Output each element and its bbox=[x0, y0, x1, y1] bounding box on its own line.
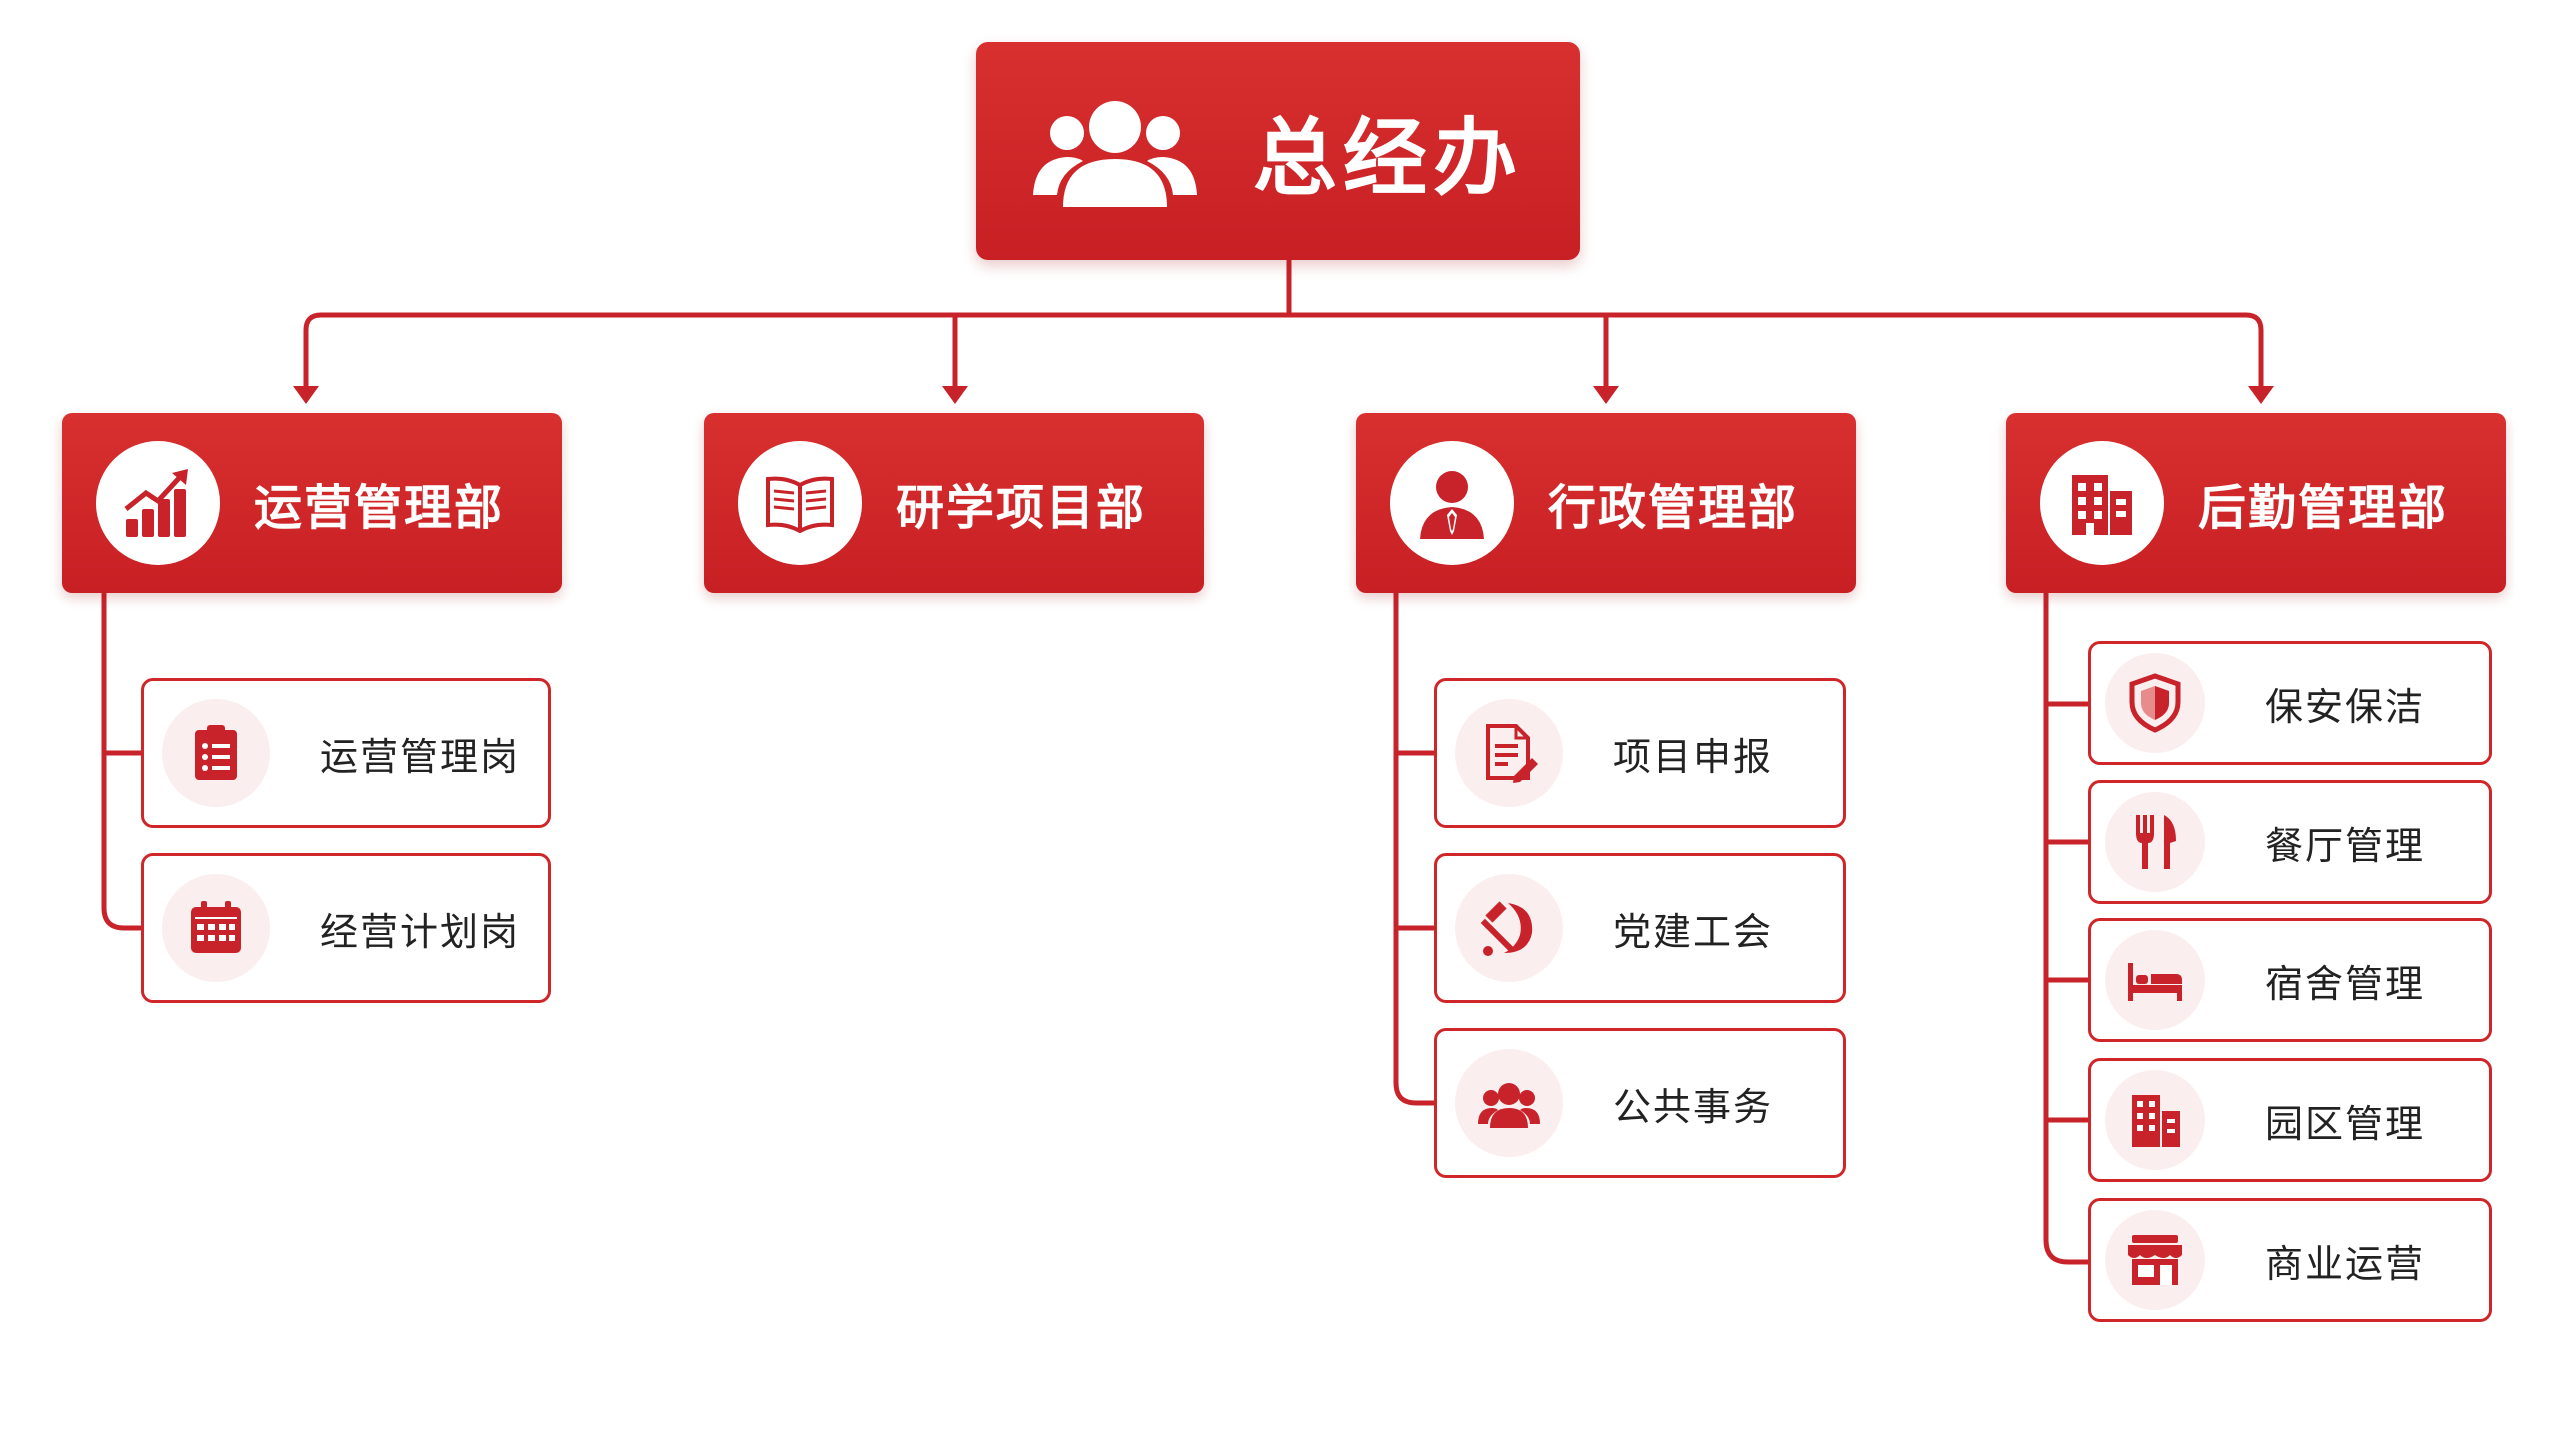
sub-icon-circle bbox=[162, 699, 270, 807]
people-group-icon bbox=[1478, 1083, 1540, 1128]
sub-icon-circle bbox=[2105, 653, 2205, 753]
sub-icon-circle bbox=[2105, 930, 2205, 1030]
top-node-box[interactable]: 总经办 bbox=[976, 42, 1580, 260]
sub-item-label: 项目申报 bbox=[1613, 734, 1774, 779]
sub-item-label: 宿舍管理 bbox=[2265, 961, 2426, 1006]
sub-item-label: 公共事务 bbox=[1613, 1084, 1774, 1129]
sub-item-commercial-operations[interactable]: 商业运营 bbox=[2088, 1198, 2492, 1322]
person-tie-icon bbox=[1420, 471, 1484, 539]
sub-item-operations-post[interactable]: 运营管理岗 bbox=[141, 678, 551, 828]
sub-icon-circle bbox=[1455, 699, 1563, 807]
dept-icon-circle bbox=[1390, 441, 1514, 565]
sub-item-campus[interactable]: 园区管理 bbox=[2088, 1058, 2492, 1182]
sub-item-dormitory[interactable]: 宿舍管理 bbox=[2088, 918, 2492, 1042]
top-node-label: 总经办 bbox=[1252, 108, 1523, 207]
sub-icon-circle bbox=[162, 874, 270, 982]
sub-item-label: 运营管理岗 bbox=[320, 734, 521, 779]
storefront-icon bbox=[2128, 1235, 2182, 1285]
sub-item-public-affairs[interactable]: 公共事务 bbox=[1434, 1028, 1846, 1178]
shield-icon bbox=[2129, 673, 2181, 733]
calendar-icon bbox=[191, 901, 241, 953]
dept-label: 行政管理部 bbox=[1548, 480, 1799, 536]
dept-logistics[interactable]: 后勤管理部 bbox=[2006, 413, 2506, 593]
sub-item-label: 餐厅管理 bbox=[2265, 823, 2426, 868]
sub-item-business-plan-post[interactable]: 经营计划岗 bbox=[141, 853, 551, 1003]
dept-icon-circle bbox=[738, 441, 862, 565]
sub-item-security-cleaning[interactable]: 保安保洁 bbox=[2088, 641, 2492, 765]
dept-icon-circle bbox=[2040, 441, 2164, 565]
dept-label: 后勤管理部 bbox=[2198, 480, 2449, 536]
dept-label: 运营管理部 bbox=[254, 480, 505, 536]
hammer-sickle-icon bbox=[1480, 901, 1533, 956]
sub-item-party-union[interactable]: 党建工会 bbox=[1434, 853, 1846, 1003]
sub-icon-circle bbox=[1455, 874, 1563, 982]
document-edit-icon bbox=[1486, 724, 1538, 783]
fork-knife-icon bbox=[2136, 815, 2176, 869]
building-icon bbox=[2072, 475, 2132, 535]
people-icon bbox=[1032, 101, 1197, 207]
office-building-icon bbox=[2132, 1095, 2180, 1147]
sub-icon-circle bbox=[2105, 1070, 2205, 1170]
sub-icon-circle bbox=[2105, 1210, 2205, 1310]
dept-study-projects[interactable]: 研学项目部 bbox=[704, 413, 1204, 593]
sub-item-label: 经营计划岗 bbox=[320, 909, 521, 954]
open-book-icon bbox=[766, 476, 834, 534]
growth-chart-icon bbox=[124, 469, 188, 537]
sub-item-canteen[interactable]: 餐厅管理 bbox=[2088, 780, 2492, 904]
dept-label: 研学项目部 bbox=[896, 480, 1147, 536]
sub-item-project-application[interactable]: 项目申报 bbox=[1434, 678, 1846, 828]
dept-icon-circle bbox=[96, 441, 220, 565]
sub-item-label: 保安保洁 bbox=[2265, 684, 2426, 729]
clipboard-list-icon bbox=[195, 725, 237, 780]
dept-operations[interactable]: 运营管理部 bbox=[62, 413, 562, 593]
bed-icon bbox=[2128, 963, 2182, 1001]
sub-item-label: 园区管理 bbox=[2265, 1101, 2426, 1146]
dept-administration[interactable]: 行政管理部 bbox=[1356, 413, 1856, 593]
sub-item-label: 党建工会 bbox=[1613, 909, 1774, 954]
sub-icon-circle bbox=[1455, 1049, 1563, 1157]
sub-icon-circle bbox=[2105, 792, 2205, 892]
sub-item-label: 商业运营 bbox=[2265, 1241, 2426, 1286]
